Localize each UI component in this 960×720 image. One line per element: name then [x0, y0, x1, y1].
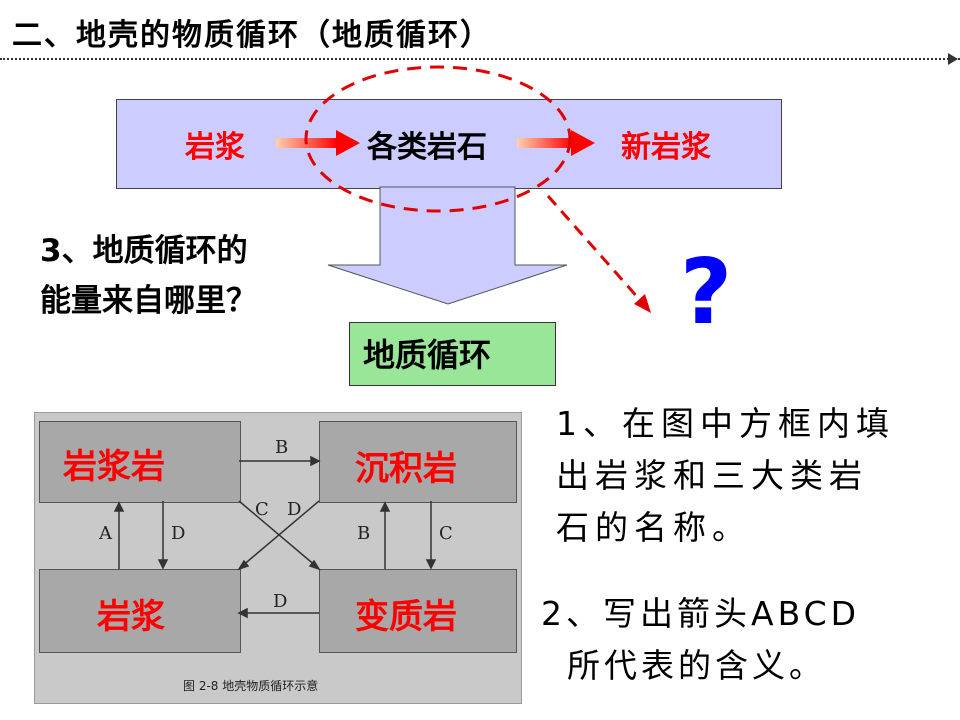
rock-cycle-diagram: 岩浆岩 沉积岩 岩浆 变质岩 B A D C D B C D 图 2-8 地壳物…	[34, 412, 522, 704]
question-mark: ?	[680, 240, 733, 345]
label-metamorphic: 变质岩	[355, 597, 457, 637]
arrow-label-b-top: B	[275, 437, 289, 458]
box-metamorphic	[319, 569, 517, 653]
title-divider	[0, 58, 960, 60]
slide-title: 二、地壳的物质循环（地质循环）	[12, 18, 492, 53]
box-magma	[39, 569, 241, 653]
diagram-arrows-svg	[113, 455, 437, 619]
label-igneous: 岩浆岩	[63, 447, 165, 487]
task-1-line-1: 1、在图中方框内填	[556, 404, 895, 443]
task-2-line-2: 所代表的含义。	[567, 646, 826, 685]
dashed-ellipse	[304, 65, 572, 213]
dashed-pointer-head	[634, 294, 651, 313]
geo-cycle-box	[349, 322, 556, 386]
arrow-label-d-cross: D	[287, 499, 302, 520]
arrow-label-c-right: C	[439, 523, 453, 544]
question-3-line-1: 3、地质循环的	[40, 233, 248, 269]
task-1-line-2: 出岩浆和三大类岩	[556, 456, 868, 495]
label-magma: 岩浆	[97, 597, 165, 637]
down-arrow	[327, 186, 568, 305]
geo-cycle-label: 地质循环	[363, 336, 492, 374]
flow-label-rocks: 各类岩石	[367, 130, 487, 165]
question-3-line-2: 能量来自哪里？	[40, 283, 257, 319]
box-igneous	[39, 421, 241, 503]
box-sedimentary	[319, 421, 517, 503]
question-3: 3、地质循环的 能量来自哪里？	[40, 226, 257, 326]
task-2: 2、写出箭头ABCD 所代表的含义。	[541, 588, 860, 692]
label-sedimentary: 沉积岩	[355, 449, 457, 489]
arrow-magma-to-rocks	[276, 130, 360, 156]
arrow-label-b-right: B	[357, 523, 371, 544]
flow-label-magma: 岩浆	[185, 130, 245, 165]
flow-box	[116, 99, 782, 189]
arrow-cross-2	[240, 500, 320, 568]
flow-label-new-magma: 新岩浆	[621, 130, 711, 165]
divider-arrow-icon	[948, 53, 958, 65]
arrow-label-d-bottom: D	[273, 591, 288, 612]
diagram-caption: 图 2-8 地壳物质循环示意	[183, 679, 319, 693]
task-1-line-3: 石的名称。	[556, 508, 751, 547]
arrow-label-c-cross: C	[255, 499, 269, 520]
arrow-cross-1	[238, 500, 318, 568]
arrow-rocks-to-newmagma	[517, 130, 595, 156]
dashed-pointer-line	[546, 195, 642, 301]
task-2-line-1: 2、写出箭头ABCD	[541, 594, 861, 633]
arrow-label-d-left: D	[171, 523, 186, 544]
arrow-label-a: A	[99, 523, 112, 544]
task-1: 1、在图中方框内填 出岩浆和三大类岩 石的名称。	[556, 398, 895, 554]
